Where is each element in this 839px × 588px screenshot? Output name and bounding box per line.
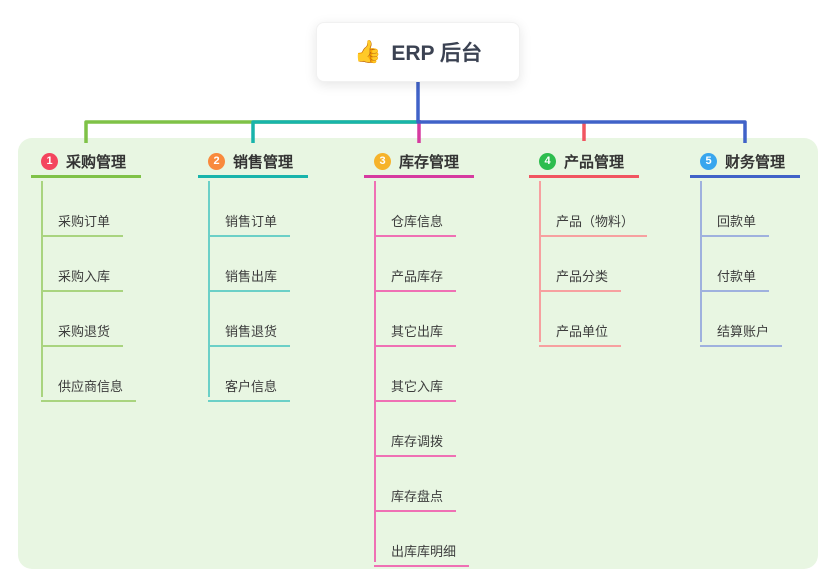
root-node[interactable]: 👍 ERP 后台: [316, 22, 520, 82]
child-node-采购订单[interactable]: 采购订单: [41, 204, 124, 237]
child-label: 客户信息: [225, 379, 278, 394]
branch-number-badge: 3: [374, 153, 391, 170]
child-label: 回款单: [717, 214, 757, 229]
child-label: 销售订单: [225, 214, 278, 229]
child-label: 采购退货: [58, 324, 111, 339]
child-label: 产品单位: [556, 324, 609, 339]
child-node-销售出库[interactable]: 销售出库: [208, 259, 291, 292]
branch-trunk-line: [208, 181, 210, 397]
branch-node-财务管理[interactable]: 5 财务管理: [690, 148, 800, 178]
child-node-采购退货[interactable]: 采购退货: [41, 314, 124, 347]
branch-number-badge: 1: [41, 153, 58, 170]
child-node-库存调拨[interactable]: 库存调拨: [374, 424, 457, 457]
branch-number-badge: 2: [208, 153, 225, 170]
branch-node-库存管理[interactable]: 3 库存管理: [364, 148, 474, 178]
child-label: 销售出库: [225, 269, 278, 284]
child-label: 其它出库: [391, 324, 444, 339]
child-label: 供应商信息: [58, 379, 124, 394]
child-node-库存盘点[interactable]: 库存盘点: [374, 479, 457, 512]
thumbs-up-icon: 👍: [353, 39, 382, 64]
branch-node-产品管理[interactable]: 4 产品管理: [529, 148, 639, 178]
child-node-仓库信息[interactable]: 仓库信息: [374, 204, 457, 237]
child-node-供应商信息[interactable]: 供应商信息: [41, 369, 137, 402]
branches-panel: [18, 138, 818, 569]
child-label: 库存调拨: [391, 434, 444, 449]
child-node-结算账户[interactable]: 结算账户: [700, 314, 783, 347]
branch-node-销售管理[interactable]: 2 销售管理: [198, 148, 308, 178]
branch-label: 产品管理: [564, 154, 625, 171]
child-node-产品库存[interactable]: 产品库存: [374, 259, 457, 292]
child-label: 结算账户: [717, 324, 770, 339]
child-node-回款单[interactable]: 回款单: [700, 204, 770, 237]
branch-label: 采购管理: [66, 154, 127, 171]
child-node-其它出库[interactable]: 其它出库: [374, 314, 457, 347]
branch-trunk-line: [539, 181, 541, 342]
child-node-出库库明细[interactable]: 出库库明细: [374, 534, 470, 567]
child-label: 库存盘点: [391, 489, 444, 504]
child-node-产品（物料）[interactable]: 产品（物料）: [539, 204, 648, 237]
child-node-客户信息[interactable]: 客户信息: [208, 369, 291, 402]
connector-branch-5-and-root: [416, 82, 747, 143]
child-node-销售订单[interactable]: 销售订单: [208, 204, 291, 237]
child-label: 销售退货: [225, 324, 278, 339]
child-label: 产品（物料）: [556, 214, 635, 229]
child-label: 仓库信息: [391, 214, 444, 229]
branch-number-badge: 4: [539, 153, 556, 170]
child-node-采购入库[interactable]: 采购入库: [41, 259, 124, 292]
branch-trunk-line: [374, 181, 376, 562]
branch-trunk-line: [41, 181, 43, 397]
child-node-其它入库[interactable]: 其它入库: [374, 369, 457, 402]
branch-label: 库存管理: [399, 154, 460, 171]
branch-number-badge: 5: [700, 153, 717, 170]
child-node-产品分类[interactable]: 产品分类: [539, 259, 622, 292]
root-label: ERP 后台: [391, 42, 483, 65]
child-label: 采购订单: [58, 214, 111, 229]
child-label: 出库库明细: [391, 544, 457, 559]
child-label: 采购入库: [58, 269, 111, 284]
child-label: 付款单: [717, 269, 757, 284]
branch-label: 销售管理: [233, 154, 294, 171]
child-label: 其它入库: [391, 379, 444, 394]
branch-node-采购管理[interactable]: 1 采购管理: [31, 148, 141, 178]
child-node-销售退货[interactable]: 销售退货: [208, 314, 291, 347]
child-node-付款单[interactable]: 付款单: [700, 259, 770, 292]
child-node-产品单位[interactable]: 产品单位: [539, 314, 622, 347]
child-label: 产品分类: [556, 269, 609, 284]
child-label: 产品库存: [391, 269, 444, 284]
branch-label: 财务管理: [725, 154, 786, 171]
branch-trunk-line: [700, 181, 702, 342]
